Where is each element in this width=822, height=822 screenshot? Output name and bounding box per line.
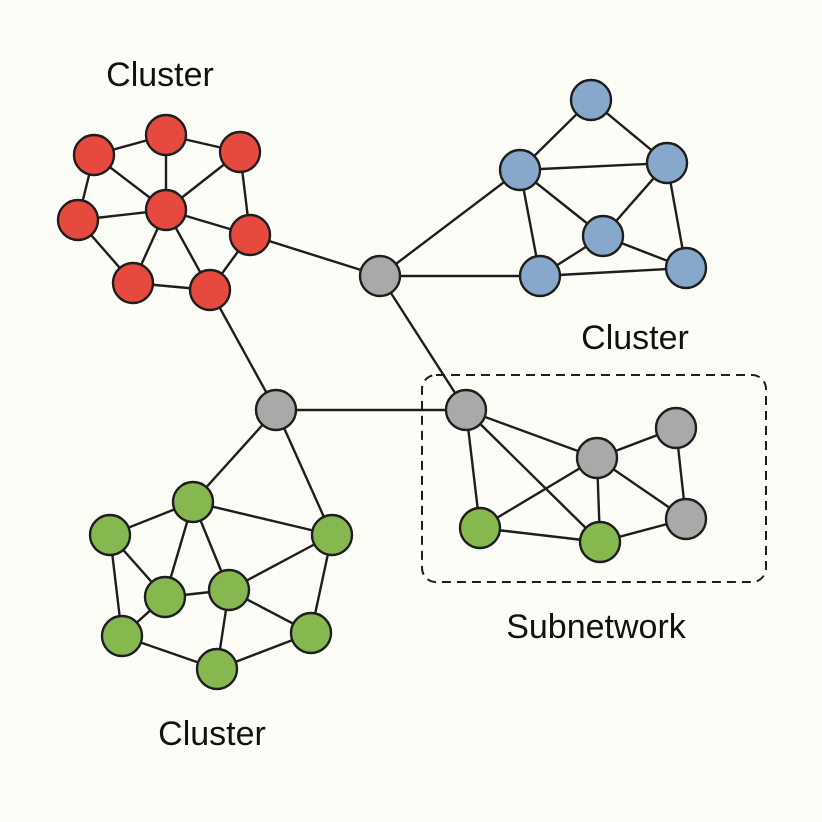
node-green-g3 <box>88 513 132 557</box>
green-cluster-label: Cluster <box>158 715 266 753</box>
node-blue-b3 <box>645 141 689 185</box>
node-red-r5 <box>144 188 188 232</box>
edge-s_g1-s1 <box>478 456 599 530</box>
node-green-g2 <box>310 513 354 557</box>
node-gray-s1 <box>575 436 619 480</box>
node-blue-b5 <box>518 254 562 298</box>
red-cluster-label: Cluster <box>106 56 214 94</box>
node-gray-h2 <box>254 388 298 432</box>
edge-h1-b2 <box>378 168 522 278</box>
edge-h3-s1 <box>464 408 599 460</box>
node-gray-h1 <box>358 254 402 298</box>
edge-b2-b3 <box>518 161 669 172</box>
node-blue-b4 <box>581 214 625 258</box>
node-blue-b1 <box>569 78 613 122</box>
node-red-r7 <box>111 261 155 305</box>
node-green-g5 <box>207 568 251 612</box>
edge-h2-g2 <box>274 408 334 537</box>
node-gray-s3 <box>664 497 708 541</box>
subnetwork-box <box>421 374 767 583</box>
node-green-g6 <box>100 614 144 658</box>
node-gray-s2 <box>654 406 698 450</box>
edge-r6-h1 <box>248 233 382 278</box>
node-green-g8 <box>195 647 239 691</box>
node-red-r1 <box>72 133 116 177</box>
edge-b5-b6 <box>538 266 688 278</box>
node-red-r4 <box>56 198 100 242</box>
node-red-r2 <box>144 113 188 157</box>
node-green-g7 <box>289 611 333 655</box>
edge-g1-g2 <box>191 500 334 537</box>
edge-h3-s_g2 <box>464 408 602 544</box>
node-red-r3 <box>218 130 262 174</box>
node-red-r8 <box>188 268 232 312</box>
nodes-layer <box>56 78 708 691</box>
edge-h1-h3 <box>378 274 468 412</box>
node-red-r6 <box>228 213 272 257</box>
node-green-s_g1 <box>458 506 502 550</box>
node-blue-b6 <box>664 246 708 290</box>
edge-r8-h2 <box>208 288 278 412</box>
node-green-g4 <box>143 575 187 619</box>
node-gray-h3 <box>444 388 488 432</box>
node-blue-b2 <box>498 148 542 192</box>
blue-cluster-label: Cluster <box>581 319 689 357</box>
node-green-g1 <box>171 480 215 524</box>
node-green-s_g2 <box>578 520 622 564</box>
subnetwork-label: Subnetwork <box>506 608 687 646</box>
